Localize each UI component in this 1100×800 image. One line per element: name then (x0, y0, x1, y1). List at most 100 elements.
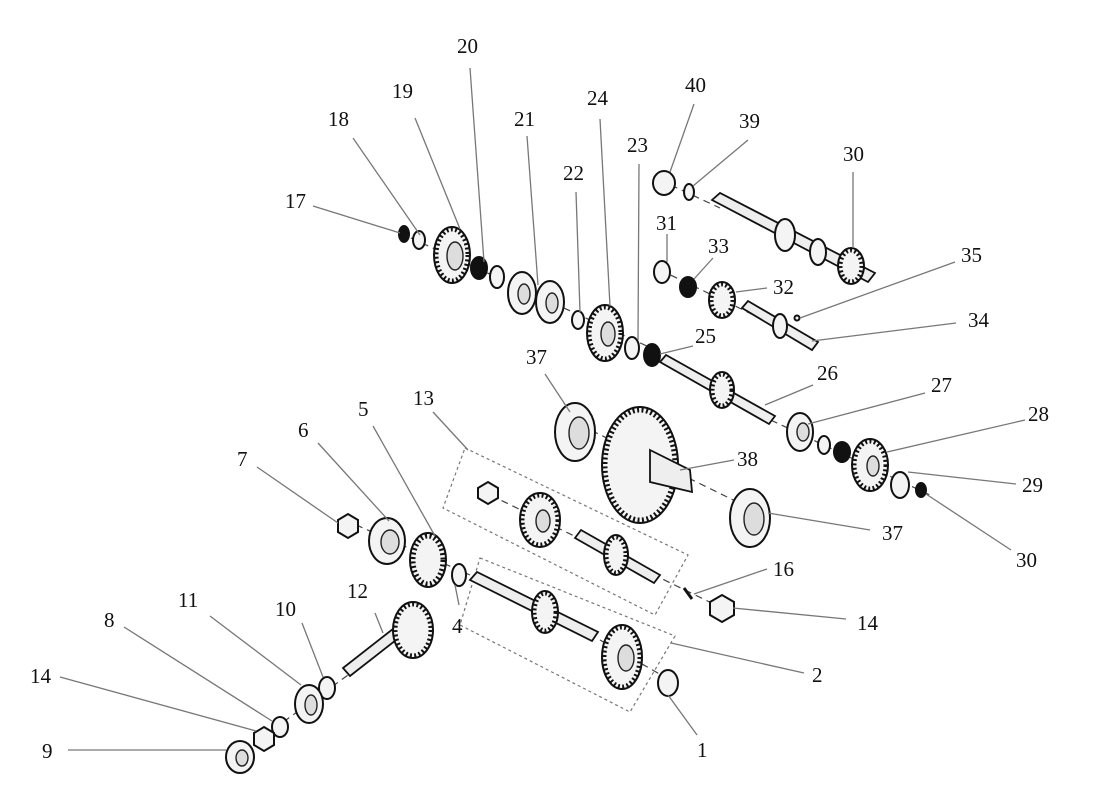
part-35-collar (772, 313, 788, 339)
part-13-shaft (573, 528, 662, 585)
callout-21: 21 (514, 107, 535, 131)
callout-2: 2 (812, 663, 823, 687)
leader-18 (352, 137, 421, 236)
callout-37-upper: 37 (526, 345, 547, 369)
leader-24 (599, 118, 611, 307)
part-19-hub (446, 241, 464, 271)
callout-9: 9 (42, 739, 53, 763)
part-22-circlip (571, 310, 585, 330)
part-2-shaft-teeth (531, 590, 559, 634)
part-19-teeth (433, 226, 471, 284)
leader-20 (469, 67, 485, 263)
part-26-teeth (709, 371, 735, 409)
callout-16: 16 (773, 557, 794, 581)
part-14-nut-right (709, 593, 735, 624)
part-39-oring (683, 183, 695, 201)
callout-1: 1 (697, 738, 708, 762)
part-6-race (380, 529, 400, 555)
part-8-washer (271, 716, 289, 738)
part-25-bearing (643, 343, 661, 367)
callout-31: 30 (843, 142, 864, 166)
part-34-bearing (679, 276, 697, 298)
leader-36 (799, 261, 956, 319)
parts (225, 170, 927, 774)
part-27-bearing (833, 441, 851, 463)
part-27-bore (796, 422, 810, 442)
leader-2 (670, 642, 805, 674)
callout-25: 25 (695, 324, 716, 348)
group-box-13 (442, 447, 689, 616)
callout-22: 22 (563, 161, 584, 185)
part-16-pin (682, 587, 694, 600)
part-10-washer (318, 676, 336, 700)
part-31-teeth (837, 247, 865, 285)
leader-11 (209, 615, 302, 686)
leader-25 (659, 345, 694, 355)
callout-5: 5 (358, 397, 369, 421)
part-31-shaft (710, 191, 877, 285)
leader-21 (526, 135, 539, 286)
leader-17 (312, 205, 401, 234)
leader-1 (667, 694, 698, 736)
small-shaft-axis (659, 269, 761, 319)
part-12-pinion (341, 601, 434, 678)
leader-6 (317, 442, 390, 522)
leader-34 (693, 257, 714, 280)
part-4-oring (451, 563, 467, 587)
part-21-sleeve-bore (545, 292, 559, 314)
part-33-teeth (708, 281, 736, 319)
part-30-nut (915, 482, 927, 498)
leader-14-right (732, 607, 847, 620)
leader-29 (907, 471, 1017, 485)
leader-12 (374, 612, 384, 634)
leader-30 (925, 493, 1012, 551)
callout-39: 39 (739, 109, 760, 133)
part-17-circlip (398, 225, 410, 243)
part-11-race (304, 694, 318, 716)
part-28-hub (866, 455, 880, 477)
callout-29: 29 (1022, 473, 1043, 497)
part-29-sprocket (890, 471, 910, 499)
callout-6: 6 (298, 418, 309, 442)
leader-40 (669, 103, 695, 173)
part-5-teeth (410, 533, 446, 587)
left-bevel-axis (344, 519, 471, 576)
leader-37-lower (767, 512, 871, 531)
part-38-differential (601, 406, 694, 524)
part-13-nut (477, 480, 499, 506)
callout-38: 38 (737, 447, 758, 471)
callout-32: 31 (656, 211, 677, 235)
part-38-hub (649, 448, 694, 494)
part-24-hub (600, 321, 616, 347)
callout-14-right: 14 (857, 611, 879, 635)
part-26-shaft (658, 353, 777, 426)
part-32-washer (653, 260, 671, 284)
part-23-washer (624, 336, 640, 360)
leader-5 (372, 425, 436, 537)
callout-28: 28 (1028, 402, 1049, 426)
callout-26: 26 (817, 361, 838, 385)
leader-27 (807, 392, 926, 425)
callout-27: 27 (931, 373, 952, 397)
part-40-bushing (652, 170, 676, 196)
part-2-gear-teeth (601, 624, 643, 690)
part-31-gear-b (809, 238, 827, 266)
part-27-washer (817, 435, 831, 455)
part-13-teeth (519, 492, 561, 548)
callout-8: 8 (104, 608, 115, 632)
leader-14-left (59, 676, 257, 732)
part-20-washer (489, 265, 505, 289)
group-box-2 (459, 557, 676, 713)
callout-35: 34 (968, 308, 990, 332)
part-13-hub (535, 509, 551, 533)
callout-34: 33 (708, 234, 729, 258)
callout-18: 18 (328, 107, 349, 131)
callout-20: 20 (457, 34, 478, 58)
leader-33 (735, 287, 768, 293)
part-2-gear-hub (617, 644, 635, 672)
callout-24: 24 (587, 86, 609, 110)
callout-33: 32 (773, 275, 794, 299)
leader-10 (301, 622, 324, 678)
leader-38 (679, 459, 735, 471)
